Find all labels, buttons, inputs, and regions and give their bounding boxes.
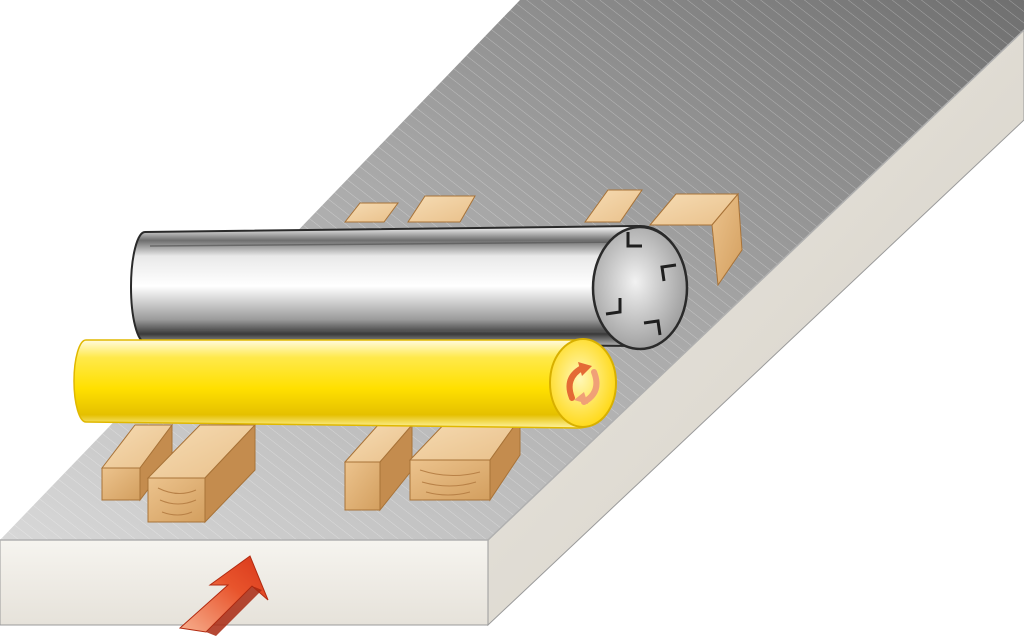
rotation-arrow-icon xyxy=(566,362,600,405)
wood-slat xyxy=(584,189,643,223)
wood-slat xyxy=(343,423,414,512)
wood-slat xyxy=(146,423,257,524)
wood-slat xyxy=(408,416,521,502)
wood-slat xyxy=(407,195,476,223)
roller-end-face xyxy=(549,338,617,428)
cutter-head xyxy=(130,224,689,351)
wood-slat xyxy=(343,202,399,223)
feed-arrow-icon xyxy=(178,555,269,636)
wood-slat xyxy=(648,192,743,287)
feed-roller xyxy=(73,338,617,429)
cutter-end-face xyxy=(591,225,689,351)
back-wood-slats xyxy=(343,189,743,287)
front-wood-slats xyxy=(100,416,521,524)
